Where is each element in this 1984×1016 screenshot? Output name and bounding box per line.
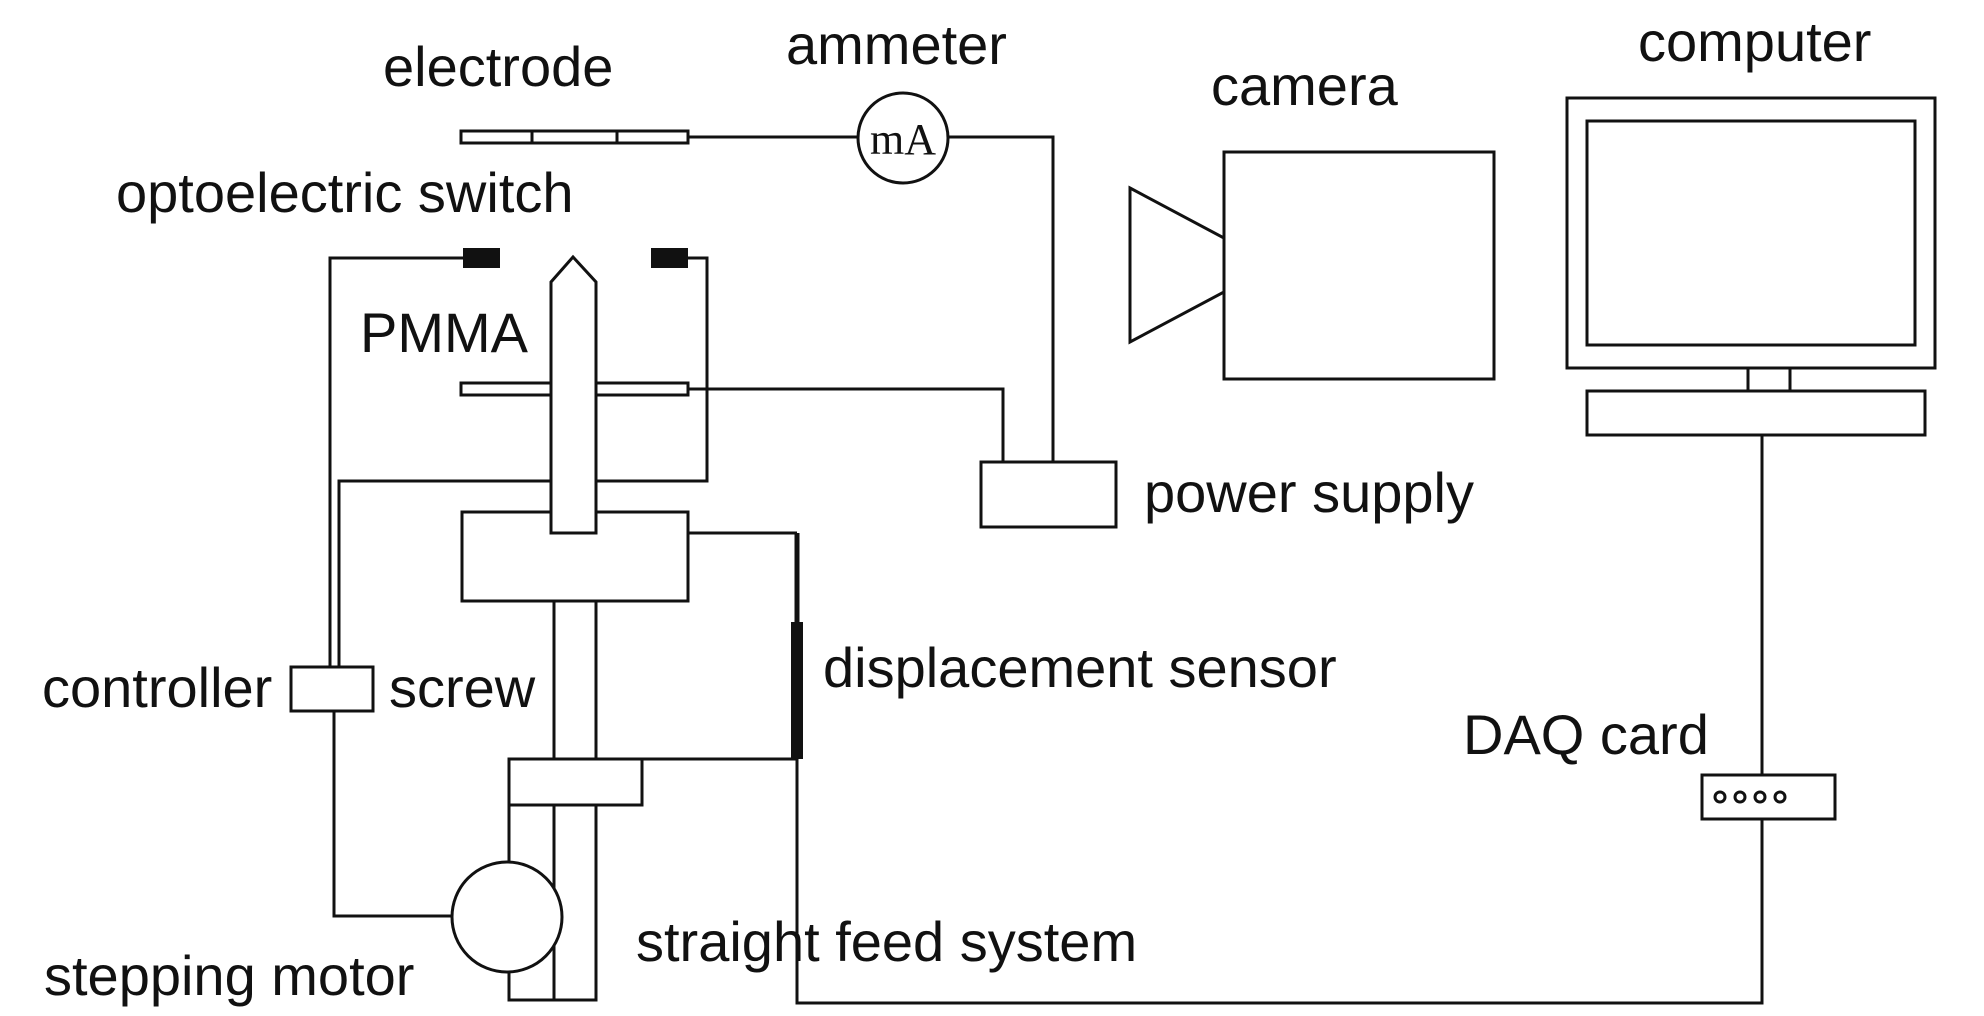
screw-nut [507, 757, 644, 807]
optoelectric-switch-right [651, 248, 688, 268]
label-electrode: electrode [383, 35, 613, 98]
stepping-motor [450, 860, 564, 974]
wire-switch-left-controller [328, 256, 463, 667]
label-pmma: PMMA [360, 301, 529, 364]
label-controller: controller [42, 656, 272, 719]
daq-card [1700, 773, 1837, 821]
ammeter-dial [856, 91, 950, 185]
wire-sensor-daq [795, 759, 1764, 1005]
label-camera: camera [1211, 54, 1399, 117]
ammeter-symbol: mA [870, 115, 936, 164]
label-daq-card: DAQ card [1463, 703, 1709, 766]
electrode-plate [459, 129, 690, 145]
wire-switch-right-controller [337, 256, 709, 667]
label-power-supply: power supply [1144, 461, 1474, 524]
label-screw: screw [389, 656, 536, 719]
wires [328, 135, 1764, 1005]
monitor-stand [1746, 366, 1792, 393]
label-ammeter: ammeter [786, 13, 1007, 76]
probe-tool [549, 254, 598, 535]
labels: electrode ammeter camera computer optoel… [42, 10, 1871, 1007]
monitor-screen [1585, 119, 1917, 347]
camera [1128, 150, 1496, 381]
wire-pmma-power-supply [688, 387, 1005, 462]
camera-body [1222, 150, 1496, 381]
wire-ammeter-power-supply [948, 135, 1055, 462]
label-displacement-sensor: displacement sensor [823, 636, 1337, 699]
label-optoelectric-switch: optoelectric switch [116, 161, 574, 224]
camera-lens [1128, 185, 1226, 345]
electrode [459, 129, 690, 145]
label-straight-feed-system: straight feed system [636, 910, 1137, 973]
wire-controller-motor [332, 711, 452, 918]
computer [1565, 96, 1937, 437]
controller-box [289, 665, 375, 713]
straight-feed-system [450, 254, 690, 1002]
optoelectric-switch-left [463, 248, 500, 268]
computer-base [1585, 389, 1927, 437]
label-computer: computer [1638, 10, 1871, 73]
ammeter: mA [856, 91, 950, 185]
label-stepping-motor: stepping motor [44, 944, 414, 1007]
power-supply-box [979, 460, 1118, 529]
